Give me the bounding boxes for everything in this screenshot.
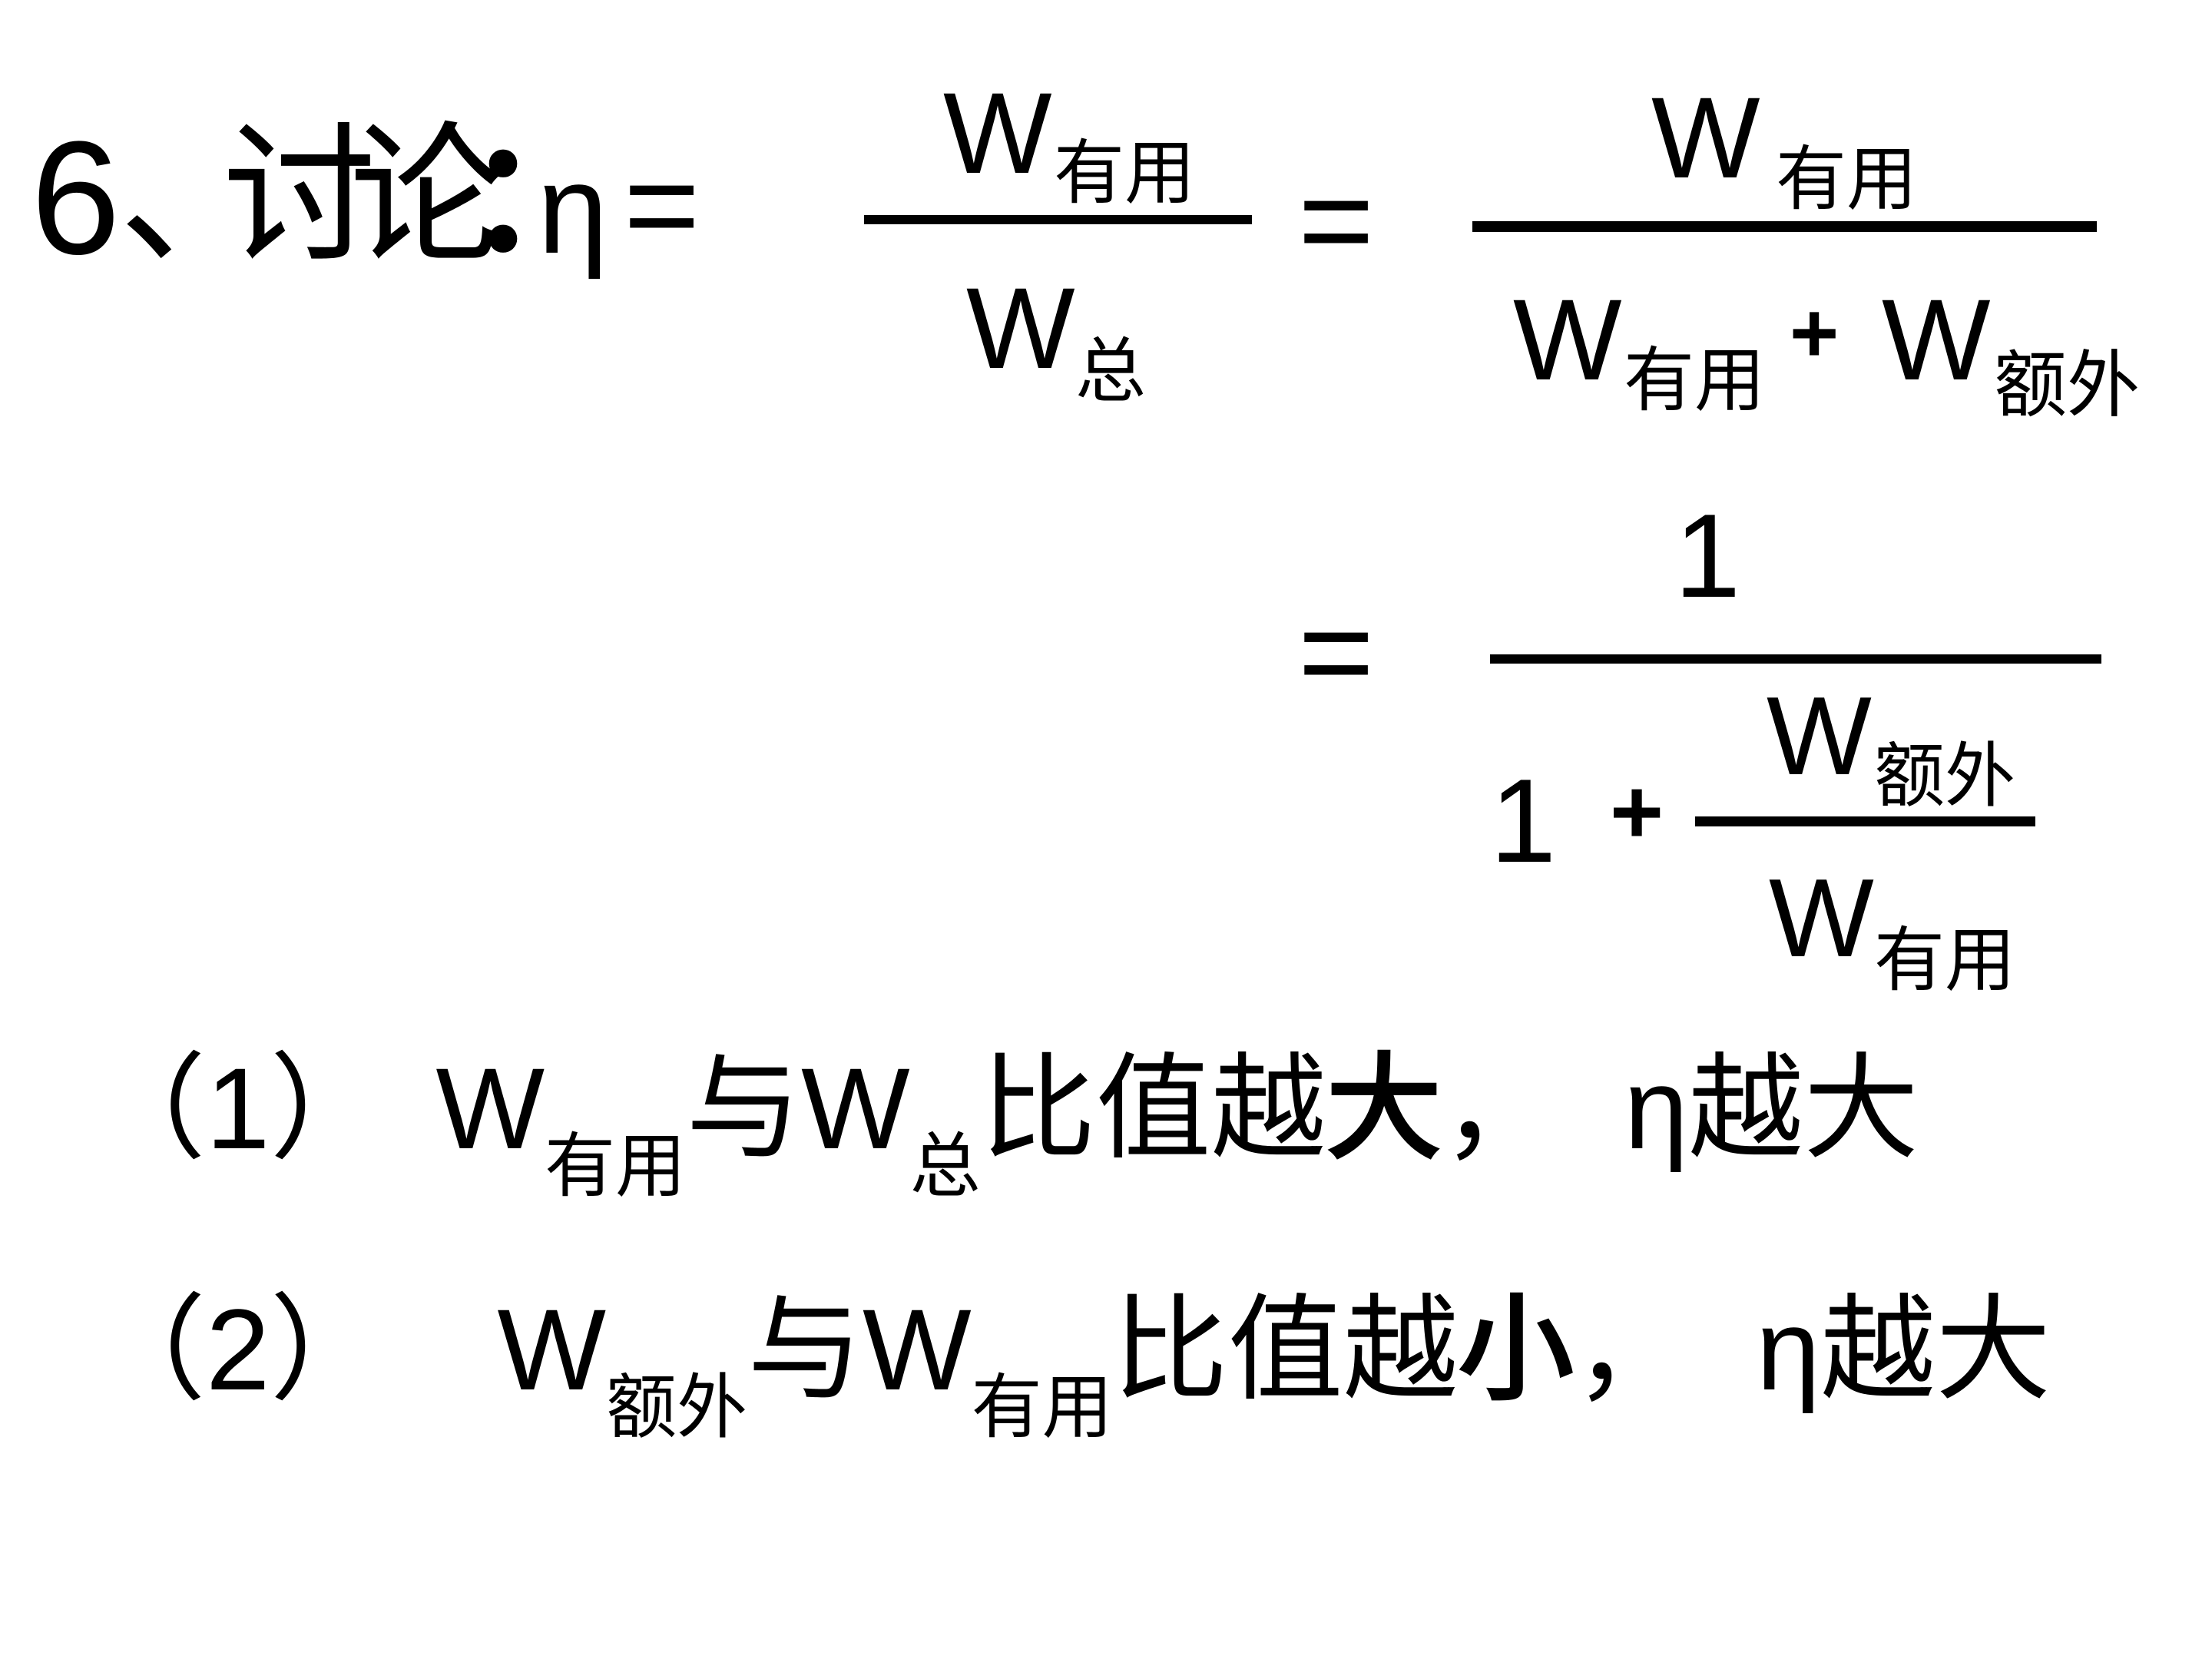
point2-open-paren: （: [91, 1287, 207, 1415]
point2-close-paren: ）: [270, 1287, 386, 1415]
nested-numerator-w: W: [1767, 674, 1872, 798]
point2-phrase: 比值越: [1112, 1287, 1459, 1415]
nested-fraction-bar: [1695, 816, 2035, 826]
point1-with: 与: [686, 1046, 802, 1174]
outer-numerator-one: 1: [1674, 489, 1741, 622]
eta-symbol: η: [538, 138, 608, 280]
point1-comma: ，: [1441, 1046, 1557, 1174]
fraction2-numerator-w: W: [1651, 73, 1760, 202]
title-enumeration-comma: 、: [119, 114, 273, 283]
point1-open-paren: （: [91, 1046, 207, 1174]
fraction2-denominator-subscript2: 额外: [1994, 345, 2141, 426]
point1-suffix: 越大: [1688, 1046, 1919, 1174]
nested-numerator-subscript: 额外: [1874, 737, 2016, 816]
point2-suffix: 越大: [1820, 1287, 2051, 1415]
equals-sign-3: =: [1298, 579, 1375, 725]
point1-number: 1: [206, 1044, 270, 1173]
title-text: 讨论: [223, 114, 503, 283]
equals-sign-1: =: [624, 132, 700, 278]
point1-phrase: 比值越: [980, 1046, 1326, 1174]
title-colon: ：: [465, 114, 619, 283]
point2-w1: W: [497, 1285, 607, 1414]
point1-w2: W: [801, 1044, 910, 1173]
outer-fraction-bar: [1490, 654, 2101, 664]
point2-w2-subscript: 有用: [971, 1369, 1113, 1447]
discussion-point-2: （2）W额外与W有用比值越小，η越大: [91, 1292, 2051, 1465]
equals-sign-2: =: [1298, 147, 1375, 293]
nested-denominator-subscript: 有用: [1874, 922, 2016, 1000]
fraction2-denominator-w1: W: [1513, 275, 1622, 404]
point2-eta: η: [1756, 1285, 1821, 1414]
fraction1-bar: [864, 215, 1252, 224]
point2-w1-subscript: 额外: [606, 1369, 748, 1447]
fraction1-numerator-subscript: 有用: [1054, 134, 1196, 213]
discussion-point-1: （1）W有用与W总比值越大，η越大: [91, 1051, 1919, 1224]
fraction1-denominator-w: W: [966, 263, 1075, 392]
plus-sign-1: +: [1790, 286, 1839, 380]
fraction1-numerator-w: W: [943, 68, 1052, 197]
outer-denominator-one: 1: [1490, 754, 1557, 887]
point1-eta: η: [1624, 1044, 1689, 1173]
fraction2-numerator-subscript: 有用: [1776, 141, 1918, 219]
point2-w2: W: [863, 1285, 972, 1414]
point1-close-paren: ）: [270, 1046, 386, 1174]
fraction1-denominator-subscript: 总: [1075, 333, 1147, 411]
plus-sign-2: +: [1610, 760, 1664, 863]
point2-with: 与: [747, 1287, 863, 1415]
point1-w1-subscript: 有用: [545, 1128, 687, 1206]
point1-w1: W: [435, 1044, 545, 1173]
point1-emphasis: 大: [1326, 1046, 1442, 1174]
point2-comma: ，: [1573, 1287, 1689, 1415]
fraction2-denominator-w2: W: [1882, 275, 1991, 404]
title-number: 6: [31, 108, 121, 288]
fraction2-denominator-subscript1: 有用: [1624, 342, 1766, 420]
point1-w2-subscript: 总: [909, 1128, 981, 1206]
point2-emphasis: 小: [1458, 1287, 1574, 1415]
nested-denominator-w: W: [1769, 856, 1874, 980]
point2-number: 2: [206, 1285, 270, 1414]
fraction2-bar: [1472, 221, 2097, 232]
